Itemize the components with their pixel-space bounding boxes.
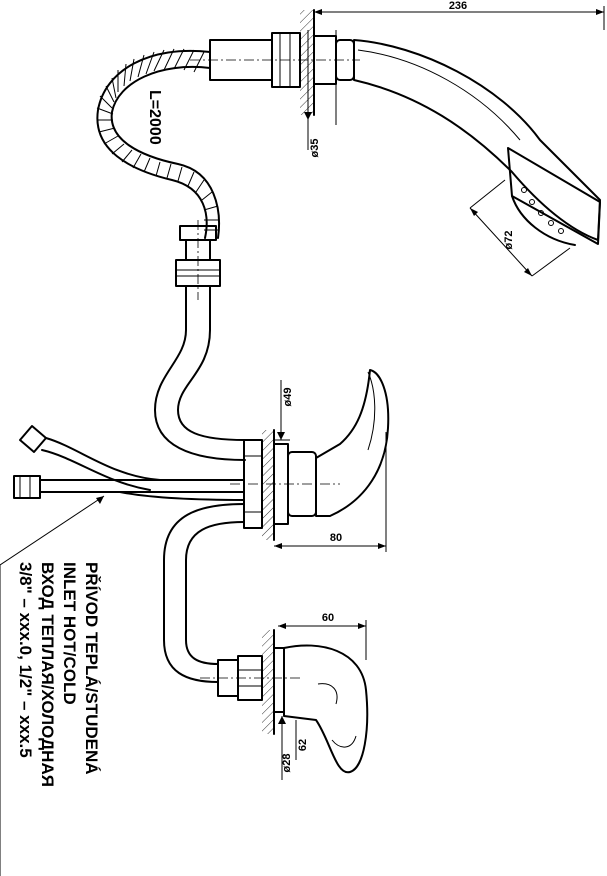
shower-handset: [353, 39, 601, 246]
note-line-en: INLET HOT/COLD: [60, 562, 79, 705]
mixer-body: [230, 369, 390, 541]
dim-spout-flange-dia: ø28: [281, 754, 293, 773]
supply-lines: [0, 425, 245, 876]
dimension-60: 60: [278, 612, 367, 660]
hose-length-label: L=2000: [146, 90, 163, 145]
dimension-236: 236: [314, 0, 605, 30]
dim-spout-depth: 60: [322, 612, 334, 624]
diverter-pipe-upper: [154, 285, 246, 461]
note-line-cz: PŘÍVOD TEPLÁ/STUDENÁ: [82, 562, 101, 775]
dimension-head: ø72: [469, 179, 571, 277]
hose-fitting: [175, 220, 221, 300]
diverter-pipe-lower: [163, 503, 245, 683]
dimension-mixer: ø49: [274, 380, 294, 441]
dim-spout-height: 62: [297, 739, 309, 751]
dimension-spout-flange: ø28 62: [278, 716, 309, 780]
dimension-80: 80: [274, 432, 387, 552]
inlet-note: PŘÍVOD TEPLÁ/STUDENÁ INLET HOT/COLD ВХОД…: [16, 562, 101, 787]
shower-hose: L=2000: [96, 48, 220, 239]
shower-wall-connector: [190, 9, 360, 116]
dim-flange-dia: ø35: [309, 139, 321, 158]
dim-mixer-dia: ø49: [282, 388, 294, 407]
dimension-flange: ø35: [304, 30, 337, 158]
shower-nozzles: [521, 187, 564, 234]
dim-shower-length: 236: [449, 0, 467, 12]
dim-mixer-depth: 80: [330, 532, 342, 544]
note-line-ru: ВХОД ТЕПЛАЯ/ХОЛОДНАЯ: [38, 562, 57, 787]
note-line-sizes: 3/8" – xxx.0, 1/2" – xxx.5: [16, 562, 35, 758]
bath-spout: [200, 629, 369, 774]
dim-head-dia: ø72: [503, 231, 515, 250]
